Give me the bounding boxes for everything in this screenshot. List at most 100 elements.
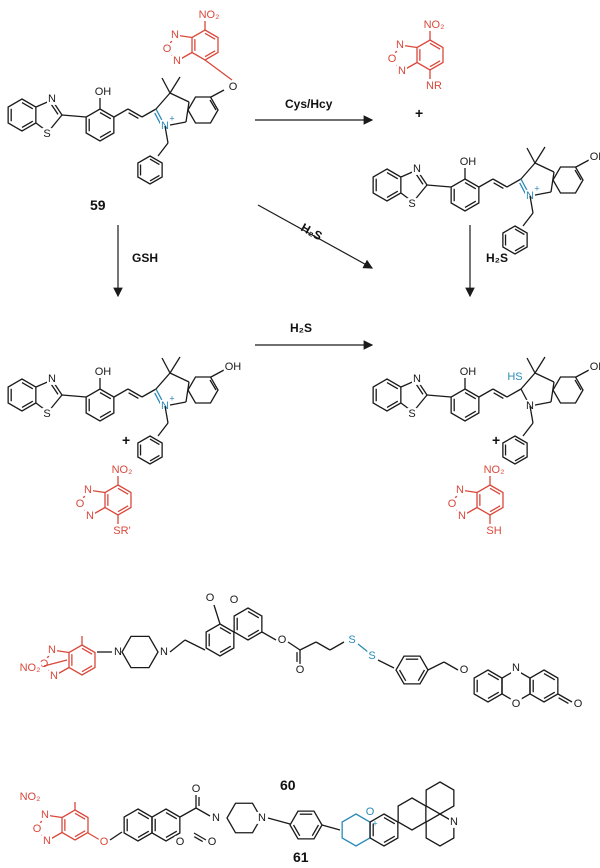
label-bg [572,697,584,710]
atom-label: N [114,646,122,658]
atom-label: OH [590,151,600,163]
bond [311,824,320,837]
label-bg [197,8,221,21]
bond [315,641,331,651]
bond [157,422,169,437]
bond [487,691,500,700]
bond [292,824,301,837]
bond [169,76,181,94]
label-bg [160,399,171,412]
bond [204,32,216,40]
atom-label: O [176,836,185,848]
bond [464,391,477,400]
pyrylium-ring [341,813,371,847]
label-bg [74,497,86,510]
bond [574,169,582,181]
label-bg [407,407,417,420]
label-bg [42,407,52,420]
label-bg [458,365,478,378]
arrow-h2s-diagonal [257,204,374,269]
label-bg [40,808,51,821]
piperazine-ring-61 [226,802,262,834]
bond [209,99,217,111]
bond [161,357,171,374]
bond [247,610,260,619]
bond [386,190,399,199]
label-bg [397,64,408,77]
label-bg [98,835,110,848]
atom-label: NR [426,80,442,92]
atom-label: O [163,43,172,55]
atom-label: S [348,634,355,646]
bond [529,405,534,424]
atom-label: N [526,190,534,202]
atom-label: NO₂ [484,464,505,476]
label-bg [190,782,202,795]
bond [383,835,396,844]
benzothiazole-ring [7,378,37,412]
label-bg [161,42,173,55]
label-bg [525,189,536,202]
bond [193,832,207,841]
atom-label: O [574,698,583,710]
bond [113,108,129,118]
label-bg [412,372,423,385]
atom-label: N [512,662,520,674]
bond [99,130,112,139]
bond [415,383,424,395]
benzyl-ring [137,155,163,185]
bond [210,369,225,378]
label-bg [347,633,357,646]
indole-benzene-ring [187,96,219,124]
atom-label: SH [486,525,501,537]
atom-label: OH [95,86,112,98]
atom-label: N [161,400,169,412]
label-bg [211,811,222,824]
phenyl-ring-61 [289,810,323,840]
bond [575,159,590,168]
label-bg [364,805,376,818]
bond [558,697,569,704]
bond [179,807,197,818]
atom-label: N [413,163,421,175]
label-bg [170,28,181,41]
bond [87,832,101,841]
bond [154,392,162,406]
bond [169,92,190,103]
label-bg [49,669,60,682]
coumarin-ring-c [123,808,153,842]
atom-label: O [40,658,49,670]
bond [487,672,500,681]
label-h2s-middle: H₂S [290,321,312,335]
bond [464,200,477,209]
label-bg [110,463,134,476]
bond [575,369,590,378]
bond [154,112,162,126]
label-bg [160,119,171,132]
bond [149,158,160,166]
nbd-ring-61 [61,809,89,841]
coumarin-ring-b [233,607,263,641]
bond [50,103,59,115]
atom-label: + [534,183,539,193]
atom-label: O [76,498,85,510]
atom-label: O [192,783,201,795]
bond [21,120,34,129]
bond [117,505,129,513]
atom-label: N [398,65,406,77]
atom-label: OH [95,366,112,378]
bond [557,693,573,703]
bond [81,647,93,655]
atom-label: O [512,698,521,710]
atom-label: O [230,594,239,606]
atom-label: O [229,81,238,93]
label-bg [168,113,176,124]
phenol-ring [450,388,480,422]
bond [43,659,68,667]
bond [149,454,160,462]
nbd-ring-thiol [104,484,132,516]
bond [155,92,171,110]
julolidine-ring-a [397,797,427,831]
atom-label: O [448,498,457,510]
